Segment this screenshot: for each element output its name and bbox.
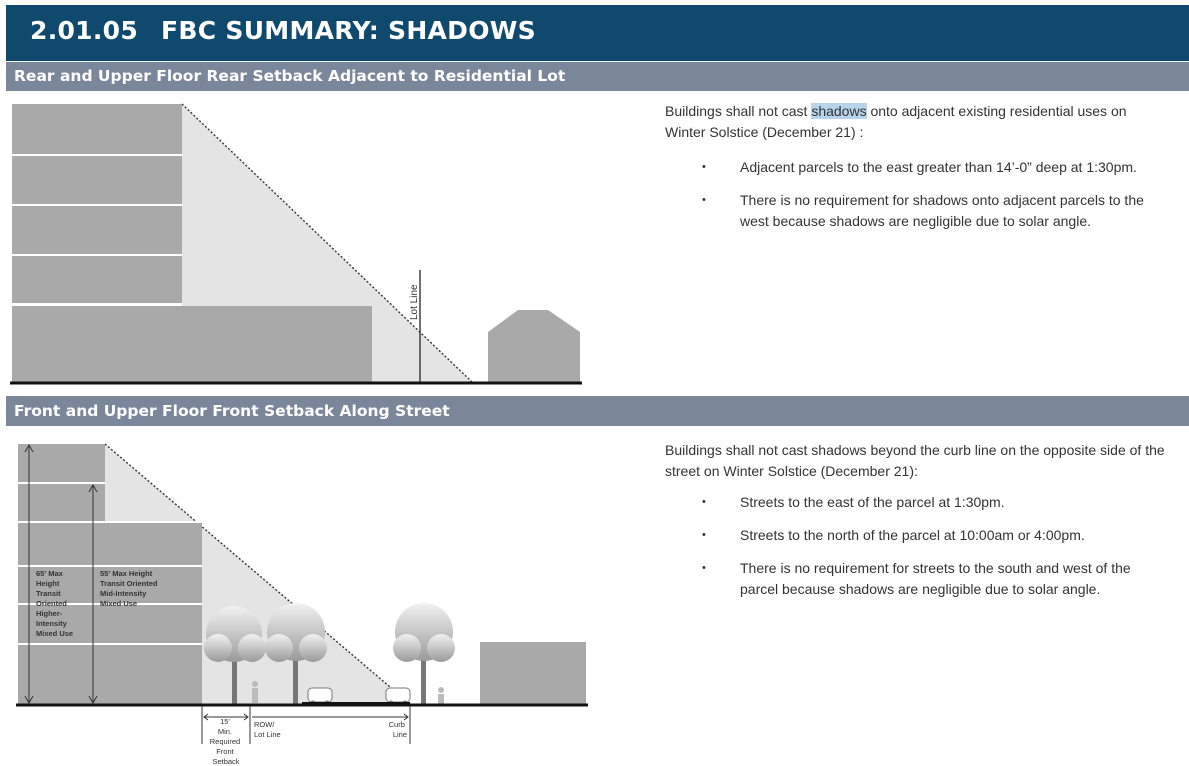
height-65-arrow <box>24 443 34 705</box>
list-item: There is no requirement for streets to t… <box>700 558 1170 600</box>
front-bullet-list: Streets to the east of the parcel at 1:3… <box>700 492 1170 600</box>
search-highlight: shadows <box>811 103 867 119</box>
height-55-label: 55' Max Height Transit Oriented Mid-Inte… <box>100 569 160 608</box>
setback-dimension <box>201 706 411 744</box>
sun-angle-line <box>104 443 411 705</box>
lot-line-label: Lot Line <box>409 284 420 320</box>
section-heading-front: Front and Upper Floor Front Setback Alon… <box>6 396 1189 426</box>
list-item: There is no requirement for shadows onto… <box>700 190 1170 232</box>
neighbor-house <box>488 310 580 382</box>
list-item: Streets to the north of the parcel at 10… <box>700 525 1170 546</box>
curb-line-label: Curb Line <box>389 720 407 739</box>
rear-intro-text: Buildings shall not cast shadows onto ad… <box>665 103 1127 140</box>
tree-icon <box>265 603 327 704</box>
list-item: Adjacent parcels to the east greater tha… <box>700 157 1170 178</box>
pedestrian-icon <box>438 687 444 704</box>
tall-building <box>12 104 372 382</box>
front-intro-text: Buildings shall not cast shadows beyond … <box>665 442 1165 479</box>
page-title: FBC SUMMARY: SHADOWS <box>161 16 536 45</box>
section-number: 2.01.05 <box>30 16 139 45</box>
height-55-arrow <box>88 483 98 705</box>
setback-label: 15' Min. Required Front Setback <box>210 717 243 766</box>
section-heading-rear: Rear and Upper Floor Rear Setback Adjace… <box>6 62 1189 91</box>
tree-icon <box>393 603 455 704</box>
height-65-label: 65' Max Height Transit Oriented Higher- … <box>36 569 73 638</box>
pedestrian-icon <box>252 681 258 703</box>
title-bar: 2.01.05 FBC SUMMARY: SHADOWS <box>6 5 1189 61</box>
front-setback-diagram: 65' Max Height Transit Oriented Higher- … <box>16 443 588 766</box>
building-mass <box>18 444 202 704</box>
list-item: Streets to the east of the parcel at 1:3… <box>700 492 1170 513</box>
sun-angle-line <box>181 103 473 383</box>
rear-bullet-list: Adjacent parcels to the east greater tha… <box>700 157 1170 232</box>
tree-icon <box>204 606 266 704</box>
row-lot-line-label: ROW/ Lot Line <box>254 720 281 739</box>
opposite-building <box>480 642 586 704</box>
rear-setback-diagram: Lot Line <box>10 103 582 385</box>
